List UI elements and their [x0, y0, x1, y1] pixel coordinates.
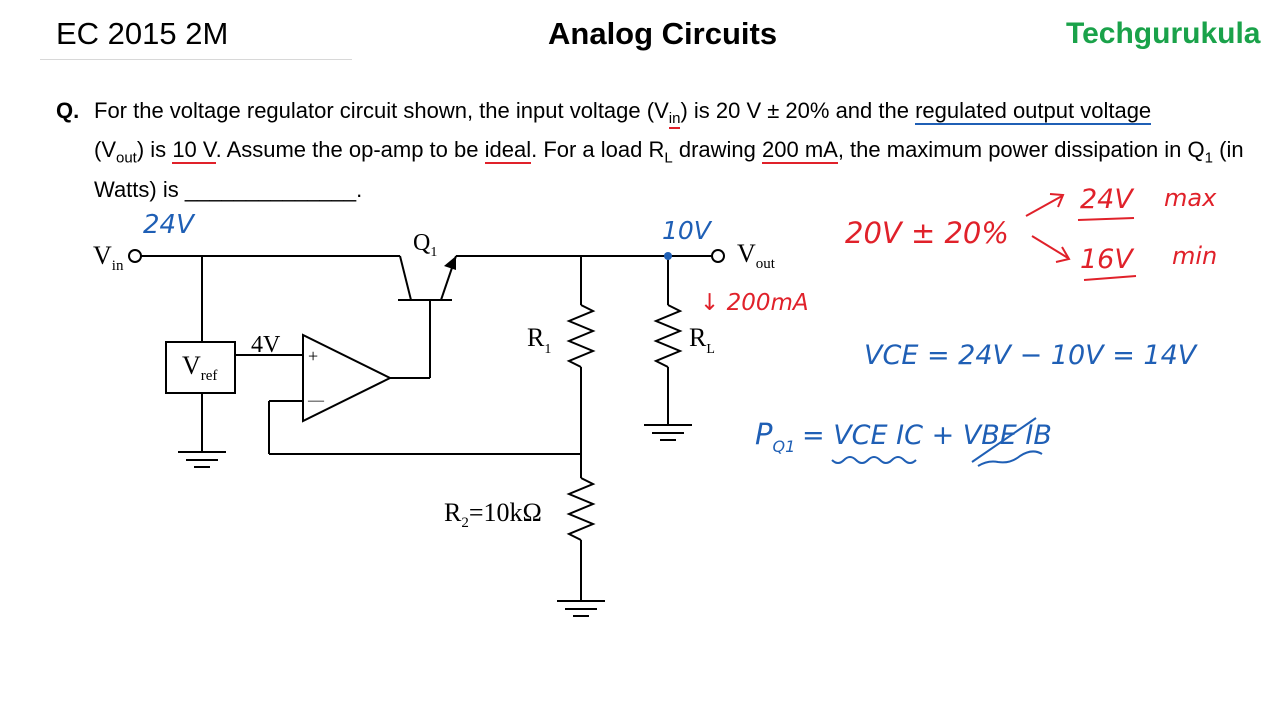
- q-text-8: , the maximum power dissipation in Q: [837, 137, 1205, 163]
- opamp-minus: —: [307, 392, 325, 409]
- vout-terminal: [711, 249, 725, 263]
- wavy-underline-icon: [831, 456, 917, 464]
- opamp-plus: +: [308, 346, 318, 366]
- q-text-1: For the voltage regulator circuit shown,…: [94, 98, 669, 123]
- vce-equation: VCE = 24V − 10V = 14V: [864, 340, 1199, 371]
- q-ideal: ideal: [484, 137, 532, 165]
- r2-label: R2=10kΩ: [444, 498, 542, 531]
- header-divider: [40, 59, 352, 60]
- power-equation-rhs: = VCE IC + VBE IB: [802, 420, 1052, 451]
- question-label: Q.: [56, 98, 80, 123]
- q-text-7: drawing: [672, 137, 762, 163]
- strike-through-icon: [971, 417, 1037, 463]
- power-equation-lhs: PQ1: [755, 417, 795, 456]
- range-note: 20V ± 20%: [845, 216, 1009, 250]
- q-text-4: ) is: [136, 137, 173, 163]
- vout-label: Vout: [737, 239, 776, 272]
- q-text-9: (in Watts) is ______________.: [94, 137, 1244, 202]
- q-q-sub: 1: [1204, 149, 1213, 167]
- brand-logo: Techgurukula: [1066, 17, 1261, 50]
- output-node-dot: [664, 252, 672, 260]
- arrow-to-max-icon: [1025, 195, 1063, 217]
- exam-code: EC 2015 2M: [56, 16, 229, 51]
- question-text: For the voltage regulator circuit shown,…: [94, 95, 1264, 205]
- q-vout-sub: out: [116, 149, 137, 167]
- vref-label: Vref: [182, 351, 217, 384]
- circuit-wires: [141, 255, 712, 617]
- vout-value-note: 10V: [662, 216, 713, 245]
- min-value-note: 16V: [1080, 244, 1135, 275]
- q-text-6: . For a load R: [531, 137, 665, 163]
- q-vin-sub: in: [668, 110, 681, 130]
- q1-label: Q1: [413, 230, 437, 260]
- q-rl-sub: L: [664, 149, 673, 167]
- q-text-3: (V: [94, 137, 116, 163]
- max-value-note: 24V: [1080, 184, 1135, 215]
- q-ten-v: 10 V: [172, 137, 216, 165]
- vin-label: Vin: [93, 241, 124, 274]
- ref-voltage-label: 4V: [251, 332, 281, 358]
- subject-title: Analog Circuits: [548, 16, 778, 51]
- q-regulated: regulated output voltage: [915, 98, 1152, 125]
- q-text-5: . Assume the op-amp to be: [215, 137, 485, 163]
- blue-marks: [831, 417, 1043, 467]
- red-marks: [1025, 193, 1137, 281]
- vin-terminal: [128, 249, 142, 263]
- q-load-current: 200 mA: [762, 137, 838, 165]
- load-current-note: ↓ 200mA: [700, 290, 809, 316]
- r1-label: R1: [527, 323, 551, 357]
- arrow-to-min-icon: [1031, 235, 1069, 259]
- rl-label: RL: [689, 323, 715, 357]
- emitter-arrow: [444, 256, 456, 270]
- q-text-2: ) is 20 V ± 20% and the: [680, 98, 916, 123]
- vin-value-note: 24V: [143, 210, 196, 240]
- min-label-note: min: [1172, 242, 1217, 270]
- max-label-note: max: [1164, 184, 1217, 212]
